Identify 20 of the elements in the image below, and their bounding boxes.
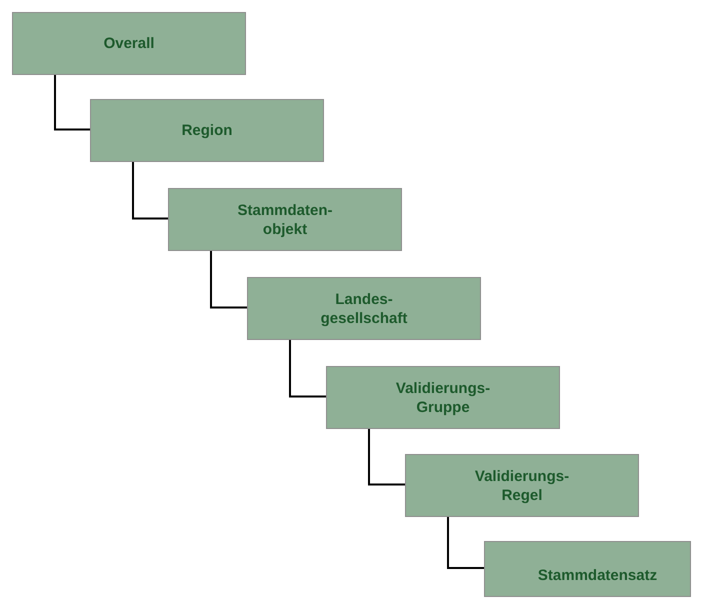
process-box xyxy=(247,277,481,340)
box-label: Stammdatensatz xyxy=(536,566,658,584)
process-box xyxy=(484,541,691,597)
connector-line xyxy=(210,251,247,308)
box-label: Overall xyxy=(102,34,156,53)
connector-line xyxy=(368,429,405,486)
box-label: Stammdaten- objekt xyxy=(236,200,334,238)
connector-line xyxy=(54,75,90,130)
process-box xyxy=(90,99,324,162)
box-label: Validierungs- Regel xyxy=(474,466,570,504)
process-box xyxy=(12,12,246,75)
box-label: Region xyxy=(180,121,234,140)
box-label: Landes- gesellschaft xyxy=(320,290,408,328)
process-box xyxy=(405,454,639,517)
connector-line xyxy=(132,162,168,220)
process-box xyxy=(326,366,560,429)
process-box xyxy=(168,188,402,251)
connector-line xyxy=(289,340,326,398)
box-label: Validierungs- Gruppe xyxy=(394,378,492,416)
connector-line xyxy=(447,517,484,569)
